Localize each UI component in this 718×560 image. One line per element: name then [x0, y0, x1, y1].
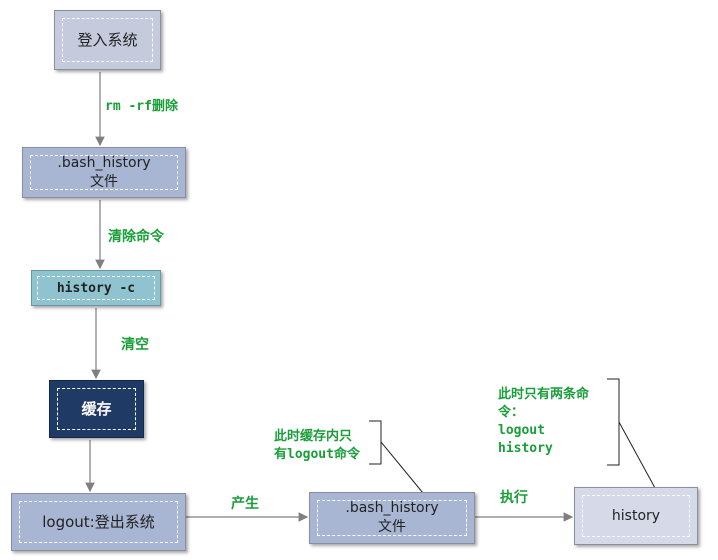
- bash-history-file-node: .bash_history 文件: [22, 147, 186, 198]
- edge-label-rm-delete: rm -rf删除: [105, 99, 178, 114]
- bash-history-file-word-2: 文件: [378, 519, 406, 535]
- logout-node: logout:登出系统: [11, 493, 186, 551]
- history-c-label: history -c: [56, 280, 136, 296]
- bash-history-filename: .bash_history: [57, 154, 151, 171]
- callout-leader-cache: [380, 441, 424, 494]
- login-node: 登入系统: [54, 10, 161, 70]
- dashed-frame: [57, 388, 136, 430]
- edge-label-clear-command: 清除命令: [108, 229, 164, 245]
- callout-history-note: 此时只有两条命 令： logout history: [498, 387, 590, 456]
- bash-history-label: .bash_history 文件: [57, 154, 150, 192]
- callout-bracket-cache: [369, 420, 382, 465]
- dashed-frame: [62, 18, 153, 62]
- edge-label-empty: 清空: [121, 337, 149, 353]
- dashed-frame: [317, 500, 467, 536]
- dashed-frame: [37, 276, 155, 300]
- bash-history-label-2: .bash_history 文件: [345, 499, 438, 537]
- callout-leader-history: [618, 421, 656, 489]
- history-c-node: history -c: [31, 270, 161, 306]
- dashed-frame: [30, 155, 178, 190]
- callout-bracket-history: [607, 378, 620, 466]
- login-label: 登入系统: [77, 30, 138, 49]
- bash-history-file-node-2: .bash_history 文件: [309, 492, 475, 544]
- bash-history-file-word: 文件: [90, 173, 118, 190]
- cache-label: 缓存: [81, 399, 112, 418]
- edge-label-produce: 产生: [231, 496, 259, 512]
- dashed-frame: [582, 495, 690, 537]
- cache-node: 缓存: [49, 380, 144, 438]
- logout-label: logout:登出系统: [42, 512, 155, 531]
- history-node: history: [574, 487, 698, 545]
- history-label: history: [611, 507, 661, 524]
- dashed-frame: [19, 501, 178, 543]
- edge-label-execute: 执行: [500, 490, 528, 506]
- bash-history-filename-2: .bash_history: [345, 500, 439, 516]
- callout-cache-note: 此时缓存内只 有logout命令: [274, 429, 360, 462]
